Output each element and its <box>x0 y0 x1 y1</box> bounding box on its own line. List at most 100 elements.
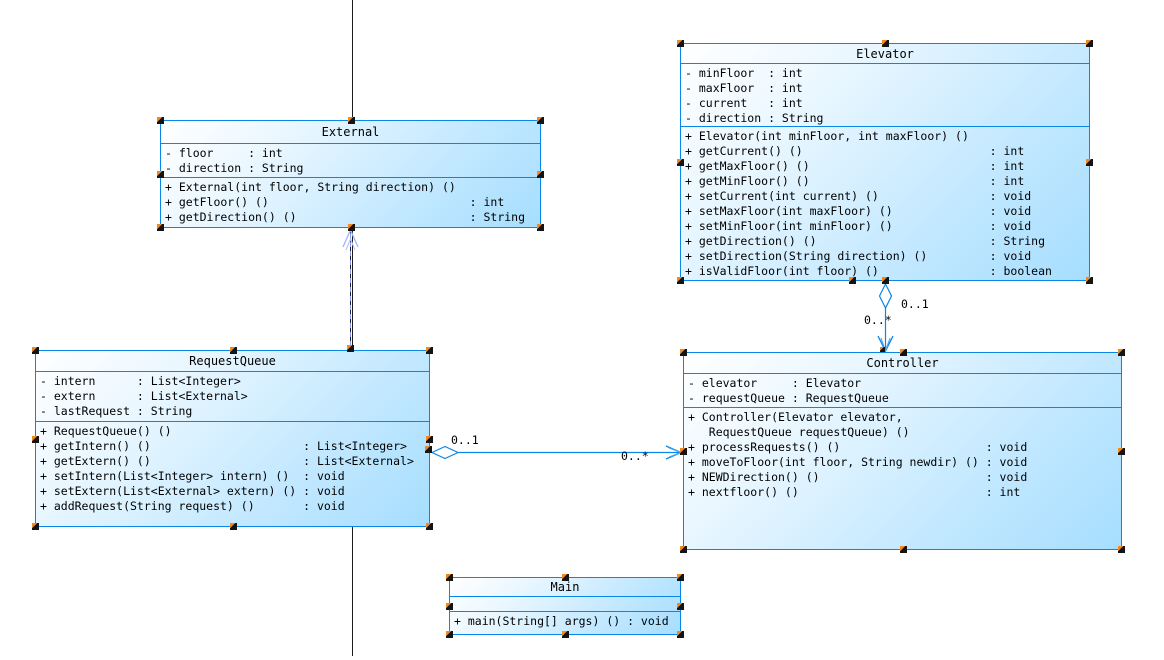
selection-handle[interactable] <box>426 435 433 443</box>
attribute: - lastRequest : String <box>40 404 193 418</box>
method: + getMaxFloor() () : int <box>685 159 1025 173</box>
connector-endpoint-handle[interactable] <box>880 347 885 352</box>
connector-endpoint-handle[interactable] <box>425 446 432 453</box>
selection-handle[interactable] <box>426 347 433 354</box>
class-title: Elevator <box>856 46 914 61</box>
multiplicity-label[interactable]: 0..1 <box>451 433 479 447</box>
selection-handle[interactable] <box>882 277 889 284</box>
selection-handle[interactable] <box>347 117 355 124</box>
methods-compartment: + External(int floor, String direction) … <box>161 177 540 227</box>
selection-handle[interactable] <box>446 574 453 581</box>
selection-handle[interactable] <box>446 631 453 638</box>
association-requestqueue-external[interactable] <box>342 228 359 350</box>
class-external[interactable]: External - floor : int - direction : Str… <box>157 117 544 231</box>
selection-handle[interactable] <box>32 523 39 530</box>
method: + addRequest(String request) () : void <box>40 499 345 513</box>
selection-handle[interactable] <box>680 546 687 553</box>
methods-compartment: + RequestQueue() () + getIntern() () : L… <box>36 421 429 526</box>
method: + setIntern(List<Integer> intern) () : v… <box>40 469 345 483</box>
attributes-compartment: - floor : int - direction : String <box>161 143 540 177</box>
selection-handle[interactable] <box>562 574 569 581</box>
selection-handle[interactable] <box>446 603 453 610</box>
class-title: External <box>321 125 380 139</box>
selection-handle[interactable] <box>1118 448 1125 455</box>
selection-handle[interactable] <box>882 40 889 47</box>
attribute: - current : int <box>685 96 803 110</box>
selection-handle[interactable] <box>1118 546 1125 553</box>
attribute: - minFloor : int <box>685 66 803 80</box>
method: + setDirection(String direction) () : vo… <box>685 249 1032 263</box>
class-title: Main <box>550 580 580 594</box>
connector-endpoint-handle[interactable] <box>347 345 354 352</box>
selection-handle[interactable] <box>677 631 684 638</box>
open-arrowhead-inner-icon <box>345 237 356 251</box>
multiplicity-label[interactable]: 0..* <box>621 449 649 463</box>
page-boundary-line <box>352 0 353 656</box>
selection-handle[interactable] <box>1086 40 1093 47</box>
selection-handle[interactable] <box>677 159 684 166</box>
selection-handle[interactable] <box>229 347 237 354</box>
attribute: - intern : List<Integer> <box>40 374 241 388</box>
selection-handle[interactable] <box>677 574 684 581</box>
class-title: RequestQueue <box>189 354 276 368</box>
selection-handle[interactable] <box>157 171 164 178</box>
class-elevator[interactable]: Elevator - minFloor : int - maxFloor : i… <box>677 40 1093 284</box>
method: + getDirection() () : String <box>165 210 526 224</box>
multiplicity-label[interactable]: 0..1 <box>901 297 929 311</box>
method: + setMaxFloor(int maxFloor) () : void <box>685 204 1032 218</box>
method: + nextfloor() () : int <box>688 485 1021 499</box>
selection-handle[interactable] <box>157 224 164 231</box>
class-requestqueue[interactable]: RequestQueue - intern : List<Integer> - … <box>32 347 433 530</box>
selection-handle[interactable] <box>229 523 237 530</box>
method: + isValidFloor(int floor) () : boolean <box>685 264 1052 278</box>
aggregation-diamond-icon <box>878 282 893 310</box>
method: + Controller(Elevator elevator, <box>688 410 903 424</box>
attribute: - extern : List<External> <box>40 389 248 403</box>
attributes-compartment: - minFloor : int - maxFloor : int - curr… <box>681 63 1089 126</box>
attribute: - requestQueue : RequestQueue <box>688 391 889 405</box>
selection-handle[interactable] <box>677 277 684 284</box>
class-main[interactable]: Main + main(String[] args) () : void <box>446 574 684 638</box>
method: + getMinFloor() () : int <box>685 174 1025 188</box>
selection-handle[interactable] <box>677 603 684 610</box>
selection-handle[interactable] <box>680 448 687 455</box>
selection-handle[interactable] <box>899 546 907 553</box>
method: + NEWDirection() () : void <box>688 470 1028 484</box>
selection-handle[interactable] <box>1086 277 1093 284</box>
methods-compartment: + main(String[] args) () : void <box>450 611 680 634</box>
attribute: - maxFloor : int <box>685 81 803 95</box>
selection-handle[interactable] <box>537 224 544 231</box>
multiplicity-label[interactable]: 0..* <box>864 313 892 327</box>
selection-handle[interactable] <box>562 631 569 638</box>
selection-handle[interactable] <box>1118 349 1125 356</box>
selection-handle[interactable] <box>537 117 544 124</box>
selection-handle[interactable] <box>899 349 907 356</box>
method: + getCurrent() () : int <box>685 144 1025 158</box>
aggregation-elevator-controller[interactable] <box>877 282 894 353</box>
connector-endpoint-handle[interactable] <box>849 277 856 284</box>
selection-handle[interactable] <box>32 347 39 354</box>
selection-handle[interactable] <box>537 171 544 178</box>
method: RequestQueue requestQueue) () <box>688 425 910 439</box>
methods-compartment: + Elevator(int minFloor, int maxFloor) (… <box>681 126 1089 280</box>
attribute: - direction : String <box>685 111 824 125</box>
method: + getDirection() () : String <box>685 234 1046 248</box>
selection-handle[interactable] <box>157 117 164 124</box>
method: + Elevator(int minFloor, int maxFloor) (… <box>685 129 969 143</box>
selection-handle[interactable] <box>347 224 355 231</box>
selection-handle[interactable] <box>1086 159 1093 166</box>
selection-handle[interactable] <box>32 435 39 443</box>
method: + main(String[] args) () : void <box>454 614 669 628</box>
method: + getFloor() () : int <box>165 195 505 209</box>
class-controller[interactable]: Controller - elevator : Elevator - reque… <box>680 349 1125 553</box>
selection-handle[interactable] <box>426 523 433 530</box>
selection-handle[interactable] <box>680 349 687 356</box>
method: + RequestQueue() () <box>40 424 172 438</box>
class-title: Controller <box>866 356 939 370</box>
attributes-compartment: - intern : List<Integer> - extern : List… <box>36 371 429 421</box>
selection-handle[interactable] <box>677 40 684 47</box>
aggregation-diamond-icon <box>430 445 460 460</box>
method: + setExtern(List<External> extern) () : … <box>40 484 345 498</box>
attribute: - elevator : Elevator <box>688 376 862 390</box>
